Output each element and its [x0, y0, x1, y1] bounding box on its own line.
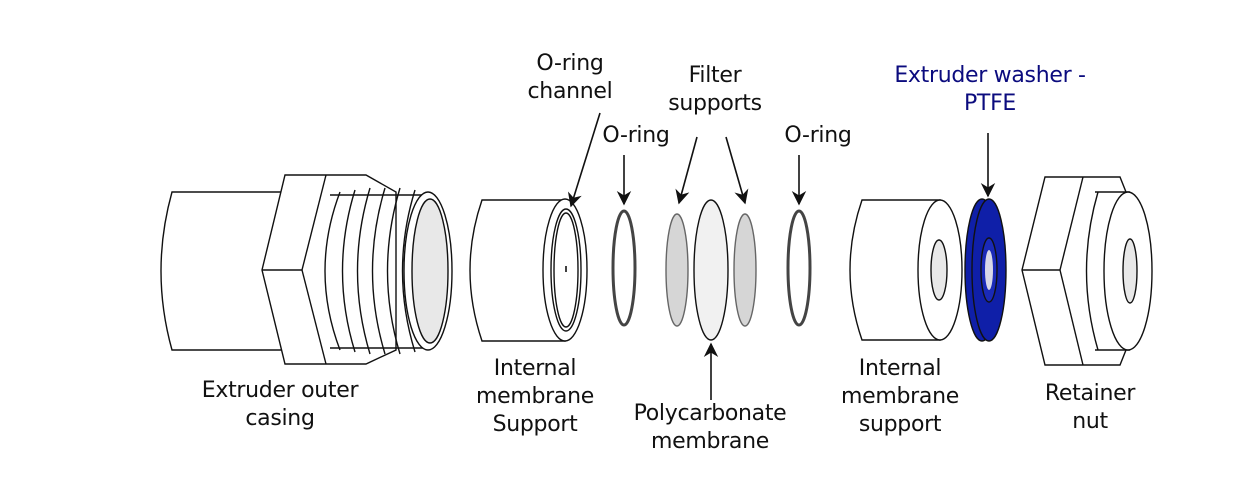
label-line: channel — [527, 79, 613, 104]
membrane-support-left-shape — [469, 198, 588, 342]
arrow-filter-support-left — [675, 136, 698, 205]
label-filter-supports: Filter supports — [650, 62, 780, 118]
label-polycarbonate-membrane: Polycarbonate membrane — [610, 400, 810, 456]
label-membrane-support-left: Internal membrane Support — [465, 355, 605, 439]
oring-left-shape — [611, 209, 637, 327]
oring-right-shape — [786, 209, 812, 327]
label-line: Extruder outer — [201, 378, 359, 403]
label-line: membrane — [651, 429, 769, 454]
polycarbonate-membrane-shape — [693, 199, 729, 341]
label-oring-right: O-ring — [768, 122, 868, 150]
label-line: O-ring — [784, 123, 852, 148]
label-line: Internal — [858, 356, 942, 381]
pointer-arrows — [567, 112, 996, 400]
label-membrane-support-right: Internal membrane support — [830, 355, 970, 439]
label-line: O-ring — [536, 51, 604, 76]
retainer-nut-shape — [1021, 176, 1153, 366]
arrow-filter-support-right — [725, 136, 749, 205]
label-line: Support — [492, 412, 578, 437]
label-line: nut — [1072, 409, 1108, 434]
label-line: O-ring — [602, 123, 670, 148]
label-line: casing — [245, 406, 315, 431]
label-line: Polycarbonate — [633, 401, 787, 426]
label-outer-casing: Extruder outer casing — [190, 377, 370, 433]
label-line: membrane — [476, 384, 594, 409]
label-oring-left: O-ring — [586, 122, 686, 150]
filter-support-left-shape — [665, 213, 689, 327]
label-extruder-washer: Extruder washer - PTFE — [880, 62, 1100, 118]
membrane-support-right-shape — [849, 199, 963, 341]
filter-support-right-shape — [733, 213, 757, 327]
label-line: supports — [668, 91, 762, 116]
label-retainer-nut: Retainer nut — [1030, 380, 1150, 436]
outer-casing-shape — [160, 174, 453, 365]
extruder-washer-shape — [964, 198, 1007, 342]
arrow-oring-channel — [567, 112, 601, 208]
label-line: support — [858, 412, 942, 437]
label-line: membrane — [841, 384, 959, 409]
label-line: Internal — [493, 356, 577, 381]
label-line: Filter — [688, 63, 742, 88]
label-oring-channel: O-ring channel — [515, 50, 625, 106]
label-line: PTFE — [963, 91, 1017, 116]
label-line: Retainer — [1044, 381, 1136, 406]
label-line: Extruder washer - — [894, 63, 1086, 88]
